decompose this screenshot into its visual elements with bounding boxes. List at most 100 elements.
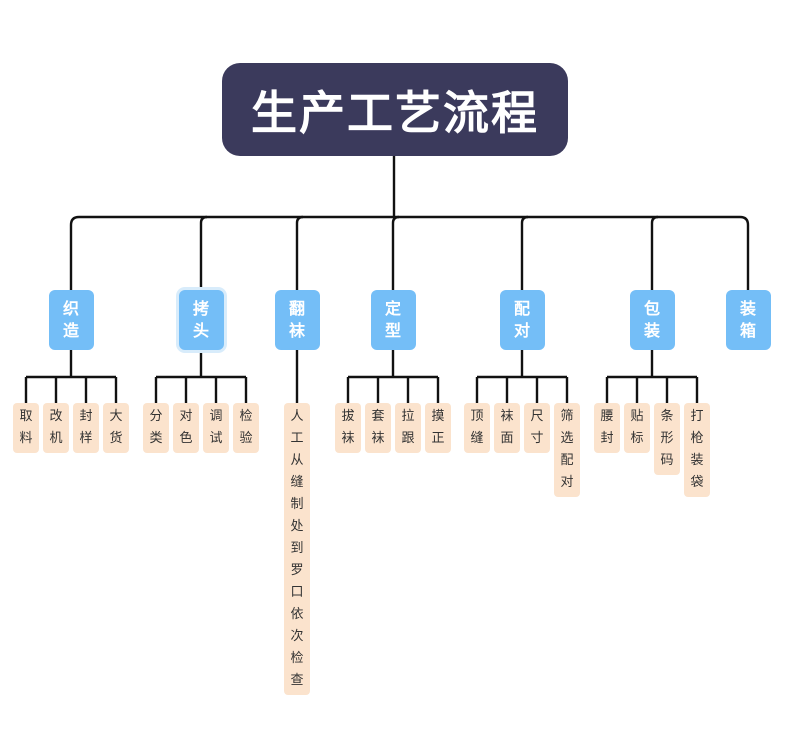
step-node[interactable]: 顶缝 — [464, 403, 490, 453]
step-label-char: 分 — [149, 409, 163, 424]
step-label-char: 贴 — [630, 409, 644, 424]
step-label-char: 尺 — [530, 409, 544, 424]
stage-node-0[interactable]: 织造 — [48, 290, 94, 350]
step-label-char: 到 — [290, 541, 304, 556]
stage-drop-line — [520, 215, 529, 290]
stage-label-char: 袜 — [288, 321, 305, 340]
stage-drop-line — [650, 215, 659, 290]
step-node[interactable]: 袜面 — [494, 403, 520, 453]
step-node[interactable]: 套袜 — [365, 403, 391, 453]
stage-drop-line — [391, 215, 400, 290]
stage-label-char: 造 — [62, 321, 79, 340]
step-label-char: 次 — [290, 629, 304, 644]
step-label-char: 大 — [109, 409, 123, 424]
step-label-char: 顶 — [470, 409, 484, 424]
step-label-char: 对 — [179, 409, 193, 424]
step-label-char: 调 — [209, 409, 223, 424]
step-label-char: 工 — [290, 431, 304, 446]
step-node[interactable]: 拔袜 — [335, 403, 361, 453]
step-node[interactable]: 贴标 — [624, 403, 650, 453]
step-node[interactable]: 腰封 — [594, 403, 620, 453]
step-node[interactable]: 对色 — [173, 403, 199, 453]
step-node[interactable]: 人工从缝制处到罗口依次检查 — [284, 403, 310, 695]
stage-label-char: 织 — [62, 299, 79, 318]
step-node[interactable]: 摸正 — [425, 403, 451, 453]
stage-node-1[interactable]: 拷头 — [178, 290, 224, 350]
step-node[interactable]: 条形码 — [654, 403, 680, 475]
step-node[interactable]: 尺寸 — [524, 403, 550, 453]
root-node-title[interactable]: 生产工艺流程 — [222, 63, 568, 156]
step-label-char: 袜 — [371, 431, 385, 446]
step-label-char: 正 — [431, 431, 445, 446]
step-label-char: 检 — [239, 409, 253, 424]
stage-node-3[interactable]: 定型 — [370, 290, 416, 350]
root-title-text: 生产工艺流程 — [251, 85, 539, 140]
step-label-char: 样 — [79, 431, 93, 446]
step-label-char: 配 — [560, 453, 574, 468]
step-label-char: 取 — [19, 409, 33, 424]
step-label-char: 机 — [49, 431, 63, 446]
step-label-char: 制 — [290, 497, 304, 512]
stage-label-char: 拷 — [192, 299, 209, 318]
step-label-char: 类 — [149, 431, 163, 446]
step-label-char: 袜 — [341, 431, 355, 446]
step-node[interactable]: 大货 — [103, 403, 129, 453]
step-label-char: 装 — [690, 453, 704, 468]
step-node[interactable]: 检验 — [233, 403, 259, 453]
step-label-char: 封 — [79, 409, 93, 424]
step-label-char: 罗 — [290, 563, 304, 578]
step-node[interactable]: 筛选配对 — [554, 403, 580, 497]
stage-label-char: 装 — [643, 321, 660, 340]
stage-node-2[interactable]: 翻袜 — [274, 290, 320, 350]
step-node[interactable]: 取料 — [13, 403, 39, 453]
step-label-char: 对 — [560, 475, 574, 490]
step-label-char: 打 — [690, 409, 704, 424]
step-label-char: 缝 — [470, 431, 484, 446]
step-label-char: 条 — [660, 409, 674, 424]
step-label-char: 跟 — [401, 431, 415, 446]
stage-drop-line — [295, 215, 304, 290]
step-label-char: 货 — [109, 431, 123, 446]
stage-label-char: 型 — [384, 321, 401, 340]
step-node[interactable]: 调试 — [203, 403, 229, 453]
stage-label-char: 配 — [513, 299, 530, 318]
stage-label-char: 定 — [384, 299, 401, 318]
stage-label-char: 头 — [192, 321, 209, 340]
stage-label-char: 翻 — [288, 299, 305, 318]
stage-label-char: 包 — [643, 299, 660, 318]
step-label-char: 寸 — [530, 431, 544, 446]
step-label-char: 试 — [209, 431, 223, 446]
step-label-char: 改 — [49, 409, 63, 424]
step-label-char: 套 — [371, 409, 385, 424]
step-label-char: 面 — [500, 431, 514, 446]
step-node[interactable]: 拉跟 — [395, 403, 421, 453]
step-node[interactable]: 封样 — [73, 403, 99, 453]
step-label-char: 筛 — [560, 409, 574, 424]
stage-node-6[interactable]: 装箱 — [725, 290, 771, 350]
stage-node-5[interactable]: 包装 — [629, 290, 675, 350]
step-label-char: 标 — [630, 431, 644, 446]
step-node[interactable]: 改机 — [43, 403, 69, 453]
step-label-char: 查 — [290, 673, 304, 688]
step-label-char: 袋 — [690, 475, 704, 490]
step-label-char: 处 — [290, 519, 304, 534]
step-label-char: 口 — [290, 585, 304, 600]
stage-node-4[interactable]: 配对 — [499, 290, 545, 350]
step-label-char: 封 — [600, 431, 614, 446]
step-label-char: 形 — [660, 431, 674, 446]
stage-label-char: 箱 — [739, 321, 756, 340]
step-label-char: 腰 — [600, 409, 614, 424]
step-label-char: 缝 — [290, 475, 304, 490]
step-label-char: 拔 — [341, 409, 355, 424]
step-label-char: 枪 — [690, 431, 704, 446]
step-label-char: 袜 — [500, 409, 514, 424]
step-label-char: 人 — [290, 409, 304, 424]
step-node[interactable]: 分类 — [143, 403, 169, 453]
step-label-char: 选 — [560, 431, 574, 446]
step-label-char: 码 — [660, 453, 674, 468]
step-label-char: 拉 — [401, 409, 415, 424]
step-label-char: 依 — [290, 607, 304, 622]
step-label-char: 色 — [179, 431, 193, 446]
step-node[interactable]: 打枪装袋 — [684, 403, 710, 497]
